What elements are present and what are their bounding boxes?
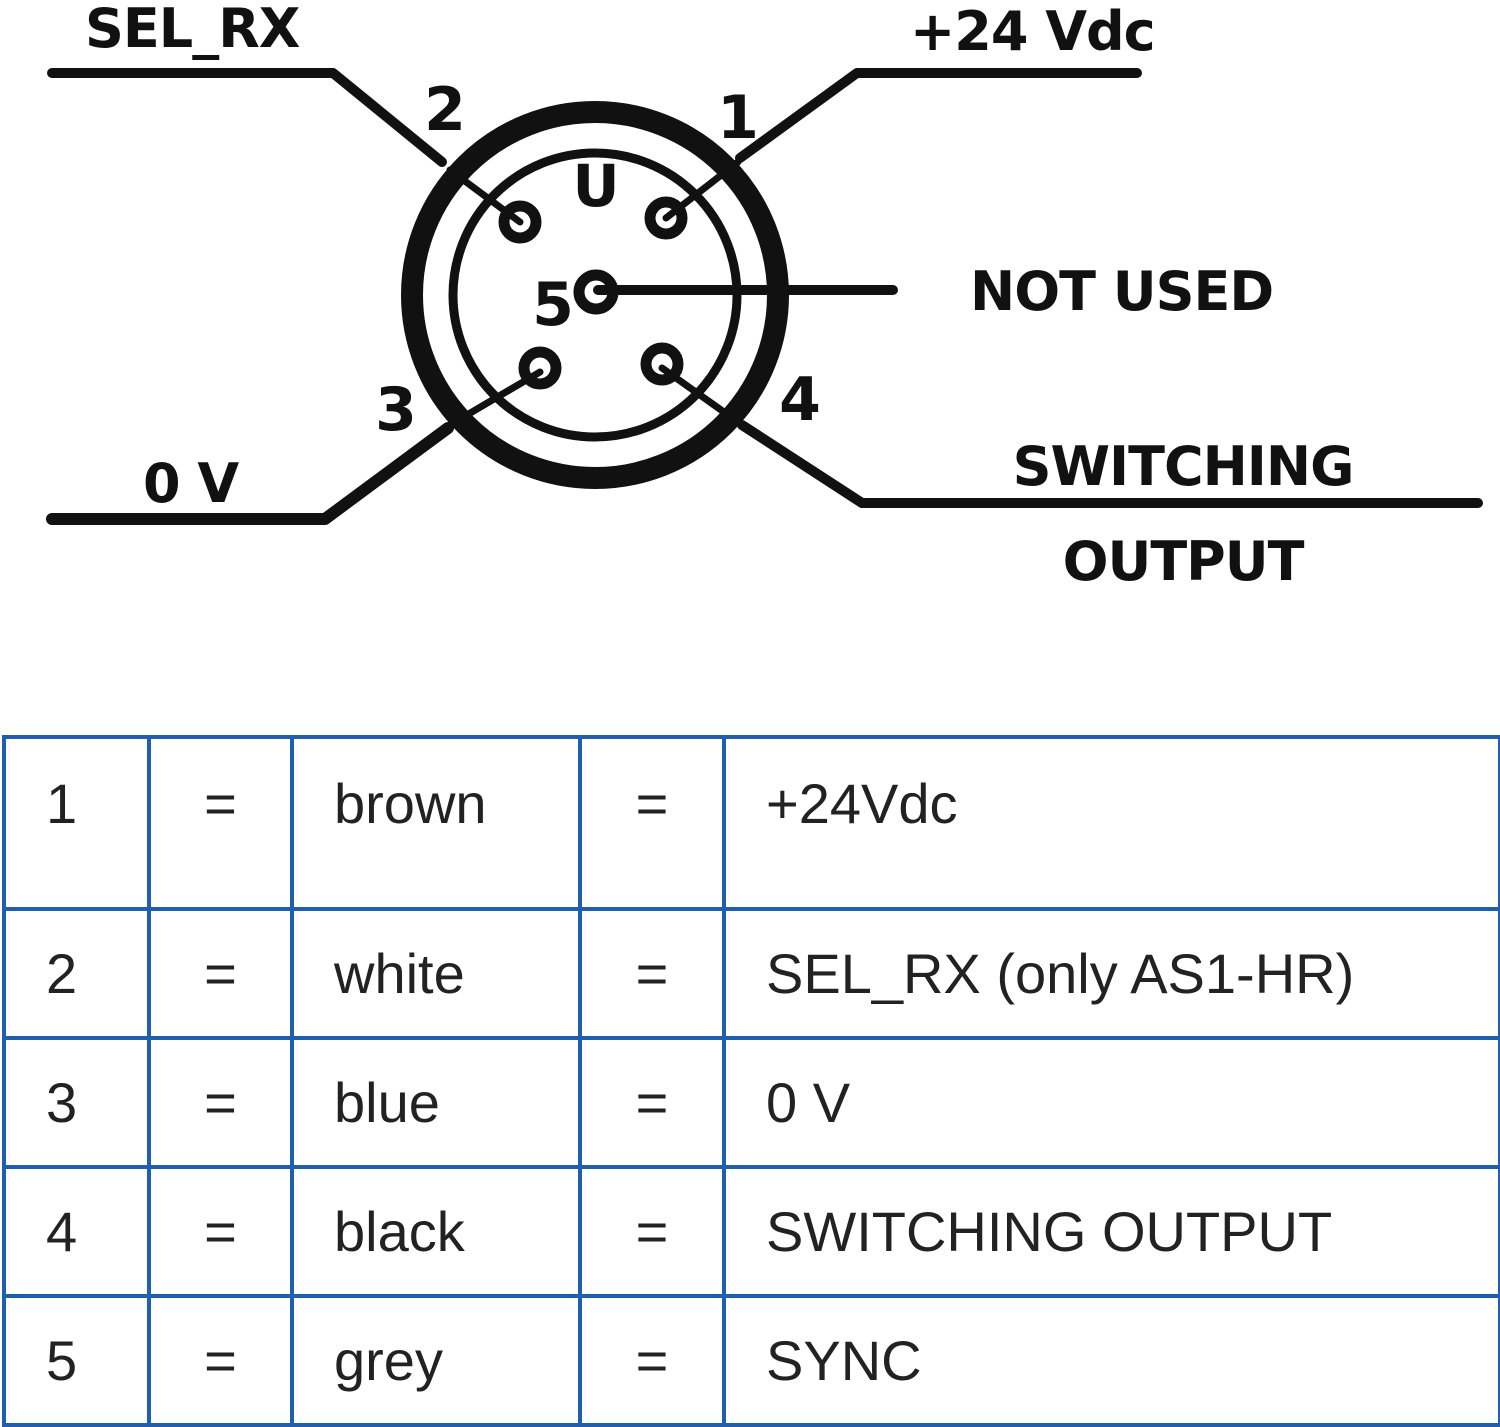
wire-color-cell: black [290, 1165, 582, 1298]
wire-pin-1 [735, 68, 1142, 163]
pin-assignment-table: 1 = brown = +24Vdc 2 = white = SEL_RX (o… [2, 735, 1500, 1427]
equals-cell: = [578, 735, 726, 911]
connector-key-letter: U [572, 152, 619, 220]
table-row: 1 = brown = +24Vdc [2, 735, 1500, 911]
signal-function-cell: SEL_RX (only AS1-HR) [722, 907, 1500, 1040]
pin-socket-3 [518, 346, 562, 390]
pin-socket-4 [640, 342, 684, 386]
pin-number-5: 5 [532, 270, 574, 340]
signal-function-cell: 0 V [722, 1036, 1500, 1169]
table-row: 3 = blue = 0 V [2, 1036, 1500, 1169]
equals-cell: = [147, 735, 294, 911]
label-pin-4-line1: SWITCHING [1013, 435, 1354, 498]
wire-pin-4 [737, 420, 1483, 508]
wire-color-cell: white [290, 907, 582, 1040]
pin-number-1: 1 [717, 83, 759, 153]
equals-cell: = [578, 1294, 726, 1427]
label-pin-5: NOT USED [970, 260, 1273, 323]
pin-socket-2 [498, 200, 542, 244]
pin-number-3: 3 [375, 375, 417, 445]
pin-number-2: 2 [424, 75, 466, 145]
table-row: 2 = white = SEL_RX (only AS1-HR) [2, 907, 1500, 1040]
pin-number-cell: 2 [2, 907, 151, 1040]
equals-cell: = [147, 1165, 294, 1298]
wire-color-cell: grey [290, 1294, 582, 1427]
wire-color-cell: blue [290, 1036, 582, 1169]
pin-number-4: 4 [779, 365, 821, 435]
signal-function-cell: +24Vdc [722, 735, 1500, 911]
pin-number-cell: 3 [2, 1036, 151, 1169]
equals-cell: = [147, 1036, 294, 1169]
equals-cell: = [578, 907, 726, 1040]
pin-number-cell: 5 [2, 1294, 151, 1427]
table-row: 5 = grey = SYNC [2, 1294, 1500, 1427]
equals-cell: = [578, 1165, 726, 1298]
equals-cell: = [147, 907, 294, 1040]
wire-color-cell: brown [290, 735, 582, 911]
pin-socket-5 [573, 269, 619, 315]
pin-number-cell: 1 [2, 735, 151, 911]
wire-pin-3 [46, 422, 454, 525]
pin-socket-1 [644, 196, 688, 240]
equals-cell: = [578, 1036, 726, 1169]
label-pin-3: 0 V [143, 452, 239, 515]
equals-cell: = [147, 1294, 294, 1427]
table-row: 4 = black = SWITCHING OUTPUT [2, 1165, 1500, 1298]
connector-pinout-diagram: U 1 2 3 4 5 SEL_RX +24 Vdc NOT USED 0 V … [46, 0, 1483, 593]
signal-function-cell: SWITCHING OUTPUT [722, 1165, 1500, 1298]
signal-function-cell: SYNC [722, 1294, 1500, 1427]
label-pin-1: +24 Vdc [910, 0, 1155, 63]
wire-pin-2 [47, 68, 447, 167]
label-pin-2: SEL_RX [85, 0, 300, 60]
label-pin-4-line2: OUTPUT [1063, 530, 1305, 593]
pin-number-cell: 4 [2, 1165, 151, 1298]
